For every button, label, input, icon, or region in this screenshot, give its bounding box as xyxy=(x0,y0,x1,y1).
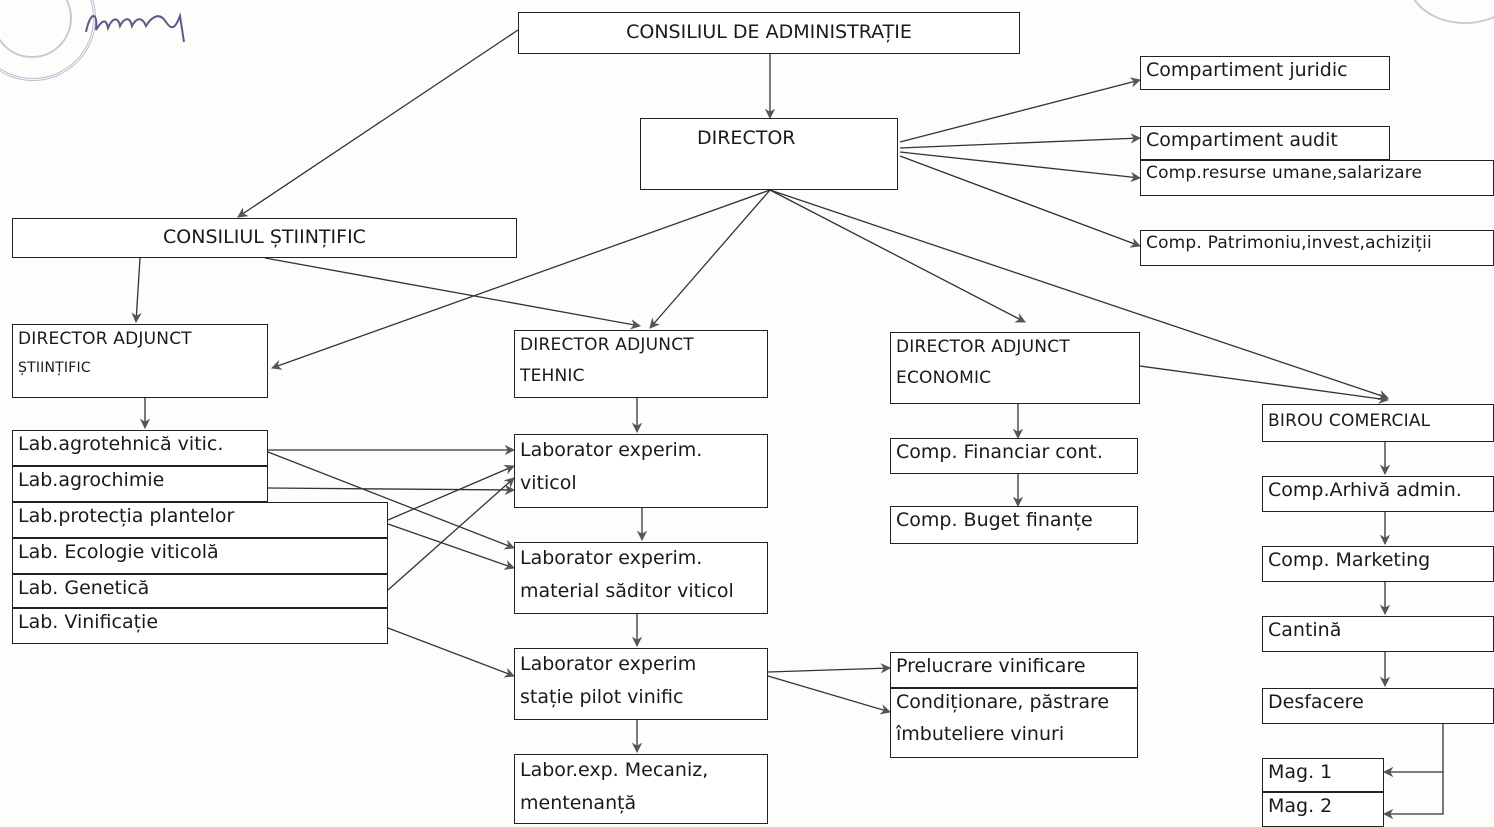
director-adjunct-stiintific-line1: DIRECTOR ADJUNCT xyxy=(18,329,192,349)
prelucrare-vinificare-box: Prelucrare vinificare xyxy=(890,652,1138,688)
director-adjunct-economic-line2: ECONOMIC xyxy=(896,368,992,389)
director-label: DIRECTOR xyxy=(697,127,796,149)
laborator-statie-line2: stație pilot vinific xyxy=(520,685,684,708)
desfacere-label: Desfacere xyxy=(1268,691,1364,713)
consiliul-stiintific-label: CONSILIUL ȘTIINȚIFIC xyxy=(163,226,366,249)
director-adjunct-stiintific-line2: ȘTIINȚIFIC xyxy=(18,360,91,377)
director-adjunct-economic-line1: DIRECTOR ADJUNCT xyxy=(896,337,1070,357)
laborator-statie-line1: Laborator experim xyxy=(520,653,697,675)
director-adjunct-tehnic-box: DIRECTOR ADJUNCT TEHNIC xyxy=(514,330,768,398)
labor-mecaniz-line2: mentenanță xyxy=(520,791,637,814)
comp-patrimoniu-box: Comp. Patrimoniu,invest,achiziții xyxy=(1140,230,1494,266)
comp-resurse-umane-box: Comp.resurse umane,salarizare xyxy=(1140,160,1494,196)
consiliul-stiintific-box: CONSILIUL ȘTIINȚIFIC xyxy=(12,218,517,258)
birou-comercial-box: BIROU COMERCIAL xyxy=(1262,404,1494,442)
director-adjunct-stiintific-box: DIRECTOR ADJUNCT ȘTIINȚIFIC xyxy=(12,324,268,398)
comp-resurse-umane-label: Comp.resurse umane,salarizare xyxy=(1146,163,1423,183)
lab-item-label: Lab.protecția plantelor xyxy=(18,505,235,527)
signature xyxy=(85,12,185,43)
director-adjunct-tehnic-line1: DIRECTOR ADJUNCT xyxy=(520,335,694,355)
lab-item: Lab.agrotehnică vitic. xyxy=(12,430,268,466)
lab-item-label: Lab.agrochimie xyxy=(18,469,165,491)
comp-financiar-box: Comp. Financiar cont. xyxy=(890,438,1138,474)
conditionare-line2: îmbuteliere vinuri xyxy=(896,722,1065,745)
director-adjunct-economic-box: DIRECTOR ADJUNCT ECONOMIC xyxy=(890,332,1140,404)
lab-item-label: Lab. Ecologie viticolă xyxy=(18,541,219,563)
conditionare-box: Condiționare, păstrare îmbuteliere vinur… xyxy=(890,688,1138,758)
comp-arhiva-box: Comp.Arhivă admin. xyxy=(1262,476,1494,512)
laborator-material-box: Laborator experim. material săditor viti… xyxy=(514,542,768,614)
magazin-2-label: Mag. 2 xyxy=(1268,795,1333,817)
magazin-1-label: Mag. 1 xyxy=(1268,761,1333,783)
consiliul-administratie-box: CONSILIUL DE ADMINISTRAȚIE xyxy=(518,12,1020,54)
conditionare-line1: Condiționare, păstrare xyxy=(896,691,1110,713)
comp-patrimoniu-label: Comp. Patrimoniu,invest,achiziții xyxy=(1146,233,1432,253)
lab-item-label: Lab. Genetică xyxy=(18,577,150,599)
compartiment-juridic-box: Compartiment juridic xyxy=(1140,56,1390,90)
director-box: DIRECTOR xyxy=(640,118,898,190)
lab-item: Lab. Genetică xyxy=(12,574,388,608)
laborator-viticol-line2: viticol xyxy=(520,471,577,494)
comp-marketing-label: Comp. Marketing xyxy=(1268,549,1431,571)
compartiment-audit-label: Compartiment audit xyxy=(1146,129,1338,151)
laborator-viticol-box: Laborator experim. viticol xyxy=(514,434,768,508)
compartiment-audit-box: Compartiment audit xyxy=(1140,126,1390,160)
lab-item-label: Lab.agrotehnică vitic. xyxy=(18,433,224,455)
magazin-1-box: Mag. 1 xyxy=(1262,758,1384,792)
comp-buget-box: Comp. Buget finanțe xyxy=(890,506,1138,544)
lab-item-label: Lab. Vinificație xyxy=(18,611,159,633)
laborator-material-line1: Laborator experim. xyxy=(520,547,703,569)
lab-item: Lab. Ecologie viticolă xyxy=(12,538,388,574)
director-adjunct-tehnic-line2: TEHNIC xyxy=(520,366,585,387)
comp-financiar-label: Comp. Financiar cont. xyxy=(896,441,1103,463)
prelucrare-vinificare-label: Prelucrare vinificare xyxy=(896,655,1086,677)
laborator-statie-box: Laborator experim stație pilot vinific xyxy=(514,648,768,720)
comp-arhiva-label: Comp.Arhivă admin. xyxy=(1268,479,1462,501)
desfacere-box: Desfacere xyxy=(1262,688,1494,724)
magazin-2-box: Mag. 2 xyxy=(1262,792,1384,827)
lab-item: Lab. Vinificație xyxy=(12,608,388,644)
birou-comercial-label: BIROU COMERCIAL xyxy=(1268,411,1431,431)
labor-mecaniz-box: Labor.exp. Mecaniz, mentenanță xyxy=(514,754,768,824)
compartiment-juridic-label: Compartiment juridic xyxy=(1146,59,1348,81)
cantina-box: Cantină xyxy=(1262,616,1494,652)
lab-item: Lab.protecția plantelor xyxy=(12,502,388,538)
cantina-label: Cantină xyxy=(1268,619,1342,641)
comp-marketing-box: Comp. Marketing xyxy=(1262,546,1494,582)
consiliul-administratie-label: CONSILIUL DE ADMINISTRAȚIE xyxy=(626,21,912,44)
comp-buget-label: Comp. Buget finanțe xyxy=(896,509,1093,531)
lab-item: Lab.agrochimie xyxy=(12,466,268,502)
laborator-viticol-line1: Laborator experim. xyxy=(520,439,703,461)
labor-mecaniz-line1: Labor.exp. Mecaniz, xyxy=(520,759,709,781)
laborator-material-line2: material săditor viticol xyxy=(520,579,734,602)
